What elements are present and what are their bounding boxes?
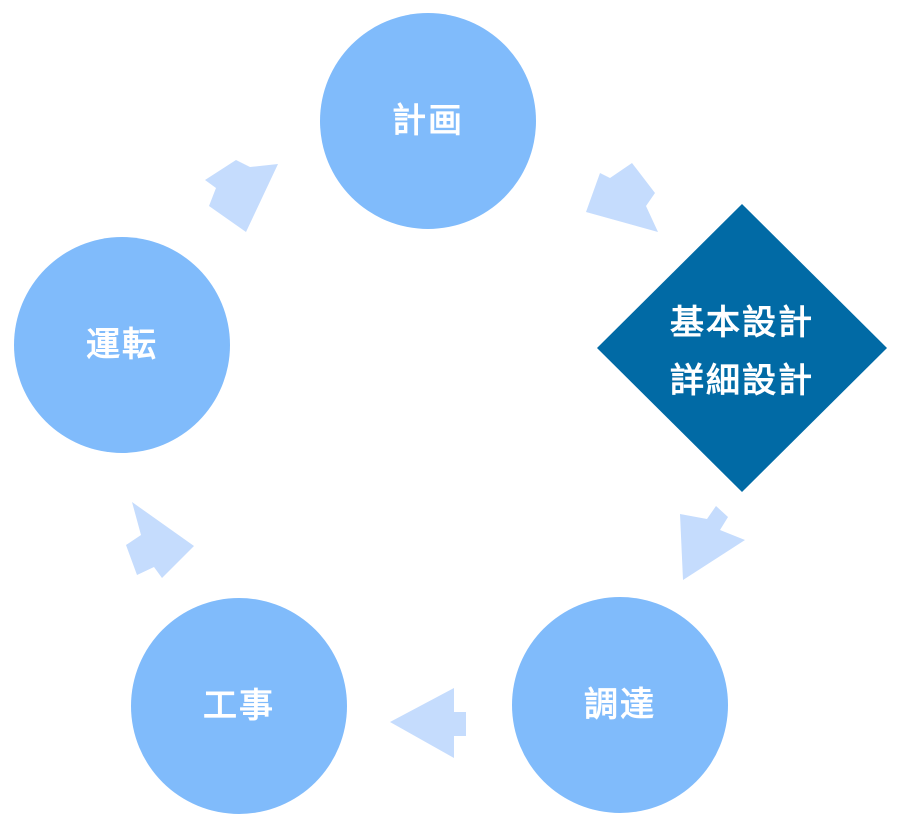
- stages: [14, 13, 887, 814]
- stage-design-label-line2: 詳細設計: [670, 361, 814, 401]
- arrow-procurement-to-construction: [390, 688, 466, 758]
- arrow-design-to-procurement: [680, 506, 745, 580]
- stage-design-diamond: [597, 204, 887, 492]
- stage-procurement-circle: [512, 597, 728, 813]
- stage-construction-circle: [131, 598, 347, 814]
- stage-operation-circle: [14, 237, 230, 453]
- stage-procurement-label: 調達: [584, 685, 656, 725]
- stage-planning-circle: [320, 13, 536, 229]
- stage-operation-label: 運転: [86, 325, 158, 365]
- stage-construction-label: 工事: [203, 686, 275, 726]
- stage-labels: 計画 基本設計 詳細設計 調達 工事 運転: [86, 101, 814, 726]
- arrow-planning-to-design: [586, 163, 658, 232]
- arrow-construction-to-operation: [126, 502, 194, 578]
- stage-design-label-line1: 基本設計: [670, 303, 814, 343]
- arrow-operation-to-planning: [205, 160, 278, 232]
- stage-planning-label: 計画: [392, 101, 464, 141]
- flow-arrows: [126, 160, 745, 758]
